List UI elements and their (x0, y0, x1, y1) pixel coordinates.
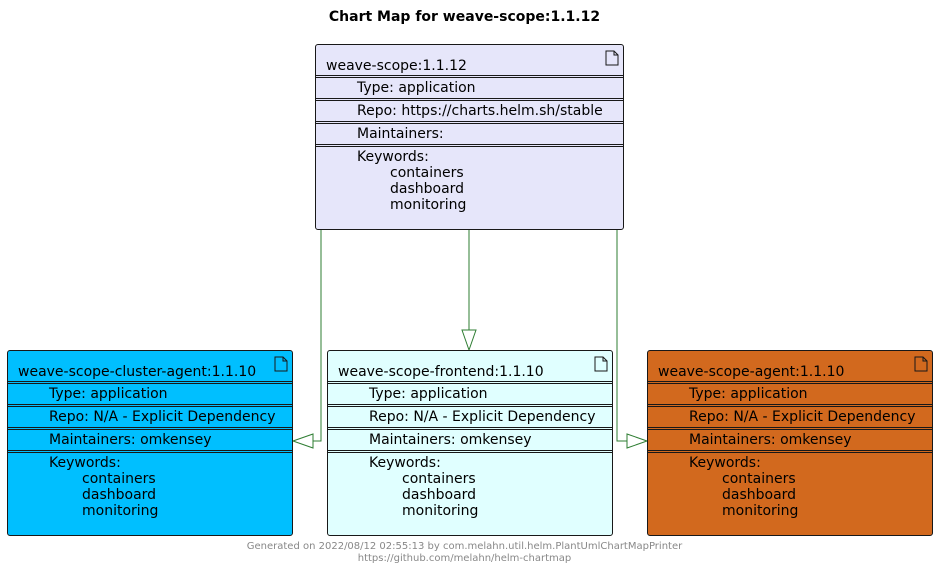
diagram-title: Chart Map for weave-scope:1.1.12 (328, 9, 601, 25)
divider (328, 427, 612, 430)
chart-name: weave-scope:1.1.12 (326, 58, 467, 74)
edge-root-to-cluster-agent (313, 230, 322, 442)
keywords-label: Keywords: (49, 455, 121, 471)
keyword: monitoring (722, 503, 799, 519)
chart-maintainers: Maintainers: omkensey (689, 432, 852, 448)
chart-node-weave-scope: weave-scope:1.1.12 Type: application Rep… (315, 44, 624, 230)
keyword: dashboard (390, 181, 465, 197)
keyword: monitoring (402, 503, 479, 519)
divider (648, 381, 932, 384)
chart-name: weave-scope-agent:1.1.10 (658, 364, 845, 380)
arrowhead-cluster-agent (291, 433, 314, 449)
keyword: containers (82, 471, 156, 487)
chart-node-weave-scope-cluster-agent: weave-scope-cluster-agent:1.1.10 Type: a… (7, 350, 293, 536)
divider (8, 450, 292, 453)
keyword: containers (722, 471, 796, 487)
edge-root-to-agent (616, 230, 627, 442)
arrowhead-agent (626, 433, 649, 449)
divider (8, 404, 292, 407)
footer-link[interactable]: https://github.com/melahn/helm-chartmap (357, 553, 572, 564)
divider (328, 381, 612, 384)
keywords-label: Keywords: (369, 455, 441, 471)
document-icon (914, 356, 928, 372)
keyword: dashboard (402, 487, 477, 503)
divider (316, 98, 623, 101)
divider (648, 404, 932, 407)
divider (316, 75, 623, 78)
chart-type: Type: application (49, 386, 168, 402)
footer-generated-text: Generated on 2022/08/12 02:55:13 by com.… (246, 541, 683, 552)
keyword: containers (390, 165, 464, 181)
divider (328, 450, 612, 453)
divider (648, 450, 932, 453)
chart-maintainers: Maintainers: (357, 126, 444, 142)
chart-maintainers: Maintainers: omkensey (369, 432, 532, 448)
keyword: monitoring (82, 503, 159, 519)
keyword: containers (402, 471, 476, 487)
chart-node-weave-scope-agent: weave-scope-agent:1.1.10 Type: applicati… (647, 350, 933, 536)
chart-maintainers: Maintainers: omkensey (49, 432, 212, 448)
chart-repo: Repo: N/A - Explicit Dependency (49, 409, 276, 425)
keyword: dashboard (82, 487, 157, 503)
divider (316, 121, 623, 124)
arrowhead-frontend (461, 329, 477, 352)
document-icon (274, 356, 288, 372)
chart-node-weave-scope-frontend: weave-scope-frontend:1.1.10 Type: applic… (327, 350, 613, 536)
keywords-label: Keywords: (689, 455, 761, 471)
chart-name: weave-scope-cluster-agent:1.1.10 (18, 364, 257, 380)
keywords-label: Keywords: (357, 149, 429, 165)
divider (8, 381, 292, 384)
chart-type: Type: application (357, 80, 476, 96)
divider (328, 404, 612, 407)
chart-type: Type: application (689, 386, 808, 402)
keyword: monitoring (390, 197, 467, 213)
document-icon (605, 50, 619, 66)
chart-name: weave-scope-frontend:1.1.10 (338, 364, 544, 380)
divider (648, 427, 932, 430)
chart-type: Type: application (369, 386, 488, 402)
chart-repo: Repo: N/A - Explicit Dependency (369, 409, 596, 425)
divider (316, 144, 623, 147)
keyword: dashboard (722, 487, 797, 503)
document-icon (594, 356, 608, 372)
chart-repo: Repo: https://charts.helm.sh/stable (357, 103, 603, 119)
divider (8, 427, 292, 430)
chart-repo: Repo: N/A - Explicit Dependency (689, 409, 916, 425)
